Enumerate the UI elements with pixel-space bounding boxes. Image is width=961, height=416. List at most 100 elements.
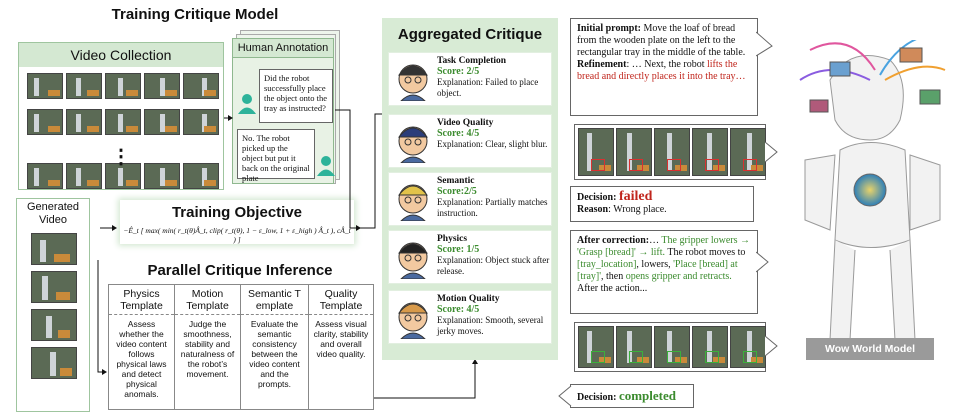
- template-quality: Quality Template Assess visual clarity, …: [309, 285, 373, 409]
- collection-frame: [144, 73, 180, 99]
- critique-name: Motion Quality: [437, 294, 500, 304]
- human-annotation-title: Human Annotation: [233, 39, 333, 58]
- initial-prompt-text: Move the loaf of bread from the wooden p…: [577, 23, 746, 58]
- critique-explanation: Explanation: Object stuck after release.: [437, 255, 550, 276]
- annotation-question: Did the robot successfully place the obj…: [259, 69, 333, 123]
- template-title: Semantic T emplate: [241, 285, 308, 315]
- video-collection-panel: Video Collection ⋮: [18, 42, 224, 190]
- training-critique-title: Training Critique Model: [111, 6, 279, 23]
- generated-frame: [31, 233, 77, 265]
- after-correction-box: After correction:… The gripper lowers → …: [570, 230, 758, 314]
- parallel-inference-title: Parallel Critique Inference: [147, 262, 333, 279]
- critique-explanation: Explanation: Failed to place object.: [437, 77, 539, 98]
- trajectory-strip-failed: [574, 124, 766, 180]
- after-text: …: [649, 235, 662, 246]
- generated-video-panel: Generated Video: [16, 198, 90, 412]
- template-title: Motion Template: [175, 285, 240, 315]
- avatar-icon: [397, 184, 429, 221]
- after-green-text: The gripper lowers → 'Grasp [bread]' → l…: [577, 235, 751, 258]
- prompt-box: Initial prompt: Move the loaf of bread f…: [570, 18, 758, 116]
- collection-frame: [66, 163, 102, 189]
- collection-frame: [66, 109, 102, 135]
- generated-frame: [31, 309, 77, 341]
- critique-explanation: Explanation: Smooth, several jerky moves…: [437, 315, 544, 336]
- bubble-tail: [756, 31, 773, 57]
- decision-label: Decision:: [577, 392, 619, 403]
- critique-score: Score: 4/5: [437, 304, 480, 315]
- person-icon: [238, 94, 256, 114]
- generated-frame: [31, 271, 77, 303]
- template-motion: Motion Template Judge the smoothness, st…: [175, 285, 241, 409]
- after-correction-label: After correction:: [577, 235, 650, 246]
- video-collection-label: Video Collection: [19, 43, 223, 67]
- trajectory-frame: [654, 128, 690, 176]
- annotation-to-objective-line: [335, 109, 360, 229]
- decision-completed-box: Decision: completed: [570, 384, 694, 408]
- trajectory-frame: [654, 326, 690, 368]
- decision-completed: completed: [618, 388, 676, 403]
- bubble-tail: [558, 385, 572, 407]
- collection-frame: [27, 109, 63, 135]
- generated-frame: [31, 347, 77, 379]
- wow-world-model-label: Wow World Model: [806, 338, 934, 360]
- aggregated-title: Aggregated Critique: [397, 26, 543, 43]
- critique-name: Task Completion: [437, 56, 507, 66]
- avatar-icon: [397, 242, 429, 279]
- after-text: The robot moves to: [665, 247, 746, 258]
- template-title: Quality Template: [309, 285, 373, 315]
- collection-frame: [27, 163, 63, 189]
- template-desc: Judge the smoothness, stability and natu…: [180, 319, 235, 379]
- trajectory-frame: [616, 128, 652, 176]
- trajectory-frame: [616, 326, 652, 368]
- bubble-tail: [765, 335, 778, 357]
- generated-to-templates-line: [97, 260, 106, 373]
- after-green-text: opens gripper and retracts.: [625, 271, 732, 282]
- templates-to-aggregate-line: [374, 360, 476, 399]
- avatar-icon: [397, 126, 429, 163]
- collection-frame: [144, 163, 180, 189]
- critique-explanation: Explanation: Partially matches instructi…: [437, 197, 548, 218]
- reason-text: : Wrong place.: [608, 204, 667, 215]
- refinement-label: Refinement: [577, 59, 627, 70]
- refinement-text: : … Next, the robot: [626, 59, 707, 70]
- collection-frame: [183, 163, 219, 189]
- after-green-text: [tray_location]: [577, 259, 637, 270]
- trajectory-frame: [730, 128, 766, 176]
- templates-table: Physics Template Assess whether the vide…: [108, 284, 374, 410]
- trajectory-strip-completed: [574, 322, 766, 372]
- critique-name: Video Quality: [437, 118, 494, 128]
- video-collection-frames: [19, 43, 223, 189]
- template-desc: Assess visual clarity, stability and ove…: [313, 319, 369, 359]
- collection-frame: [144, 109, 180, 135]
- collection-frame: [27, 73, 63, 99]
- after-text: After the action...: [577, 283, 648, 294]
- person-icon: [317, 156, 335, 176]
- training-objective-title-text: Training Objective: [171, 204, 303, 221]
- human-annotation-panel: Human Annotation Did the robot successfu…: [232, 38, 335, 184]
- decision-failed: failed: [618, 189, 653, 204]
- after-green-text: 'Place [bread] at [tray]': [577, 259, 738, 282]
- template-desc: Evaluate the semantic consistency betwee…: [249, 319, 300, 389]
- collection-frame: [105, 109, 141, 135]
- objective-to-aggregate-line: [360, 113, 384, 229]
- objective-formula: −Ê_t [ max( min( r_t(θ)Â_t, clip( r_t(θ)…: [123, 226, 351, 244]
- critique-explanation: Explanation: Clear, slight blur.: [437, 139, 548, 149]
- decision-label: Decision:: [577, 192, 619, 203]
- trajectory-frame: [692, 128, 728, 176]
- trajectory-frame: [578, 326, 614, 368]
- avatar-icon: [397, 64, 429, 101]
- trajectory-frame: [730, 326, 766, 368]
- collection-frame: [105, 163, 141, 189]
- reason-label: Reason: [577, 204, 609, 215]
- template-desc: Assess whether the video content follows…: [116, 319, 167, 399]
- refinement-red-text: lifts the bread and directly places it i…: [577, 59, 746, 82]
- trajectory-frame: [692, 326, 728, 368]
- training-objective-panel: [120, 200, 354, 244]
- collection-frame: [183, 73, 219, 99]
- collection-frame: [66, 73, 102, 99]
- ellipsis: ⋮: [111, 146, 131, 168]
